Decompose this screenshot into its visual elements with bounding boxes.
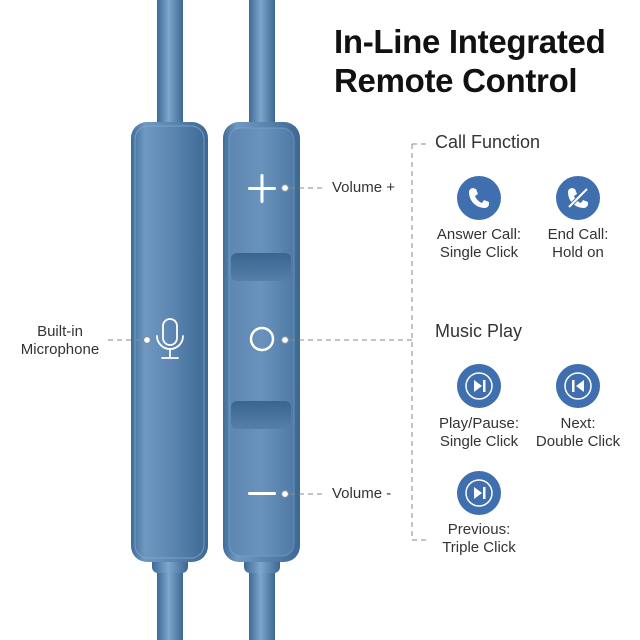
- answer-call-line1: Answer Call:: [436, 226, 522, 243]
- volume-down-callout: Volume -: [332, 485, 392, 502]
- callout-leaders: [108, 143, 428, 541]
- phone-answer-icon: [457, 176, 501, 220]
- end-call-label: End Call: Hold on: [528, 226, 628, 262]
- next-icon: [457, 471, 501, 515]
- play-pause-icon: [457, 364, 501, 408]
- next-label: Next: Double Click: [528, 415, 628, 451]
- multifunction-button[interactable]: [249, 326, 275, 352]
- microphone-callout-line1: Built-in: [37, 323, 83, 340]
- play-pause-line2: Single Click: [439, 433, 519, 450]
- next-line1: Next:: [560, 415, 596, 432]
- music-play-heading: Music Play: [435, 321, 523, 341]
- page-title: In-Line Integrated Remote Control: [334, 22, 634, 100]
- previous-line1: Previous:: [447, 521, 511, 538]
- play-pause-line1: Play/Pause:: [438, 415, 520, 432]
- volume-up-button[interactable]: [248, 174, 276, 203]
- right-cable: [244, 0, 280, 640]
- play-pause-label: Play/Pause: Single Click: [424, 415, 534, 451]
- callout-dots: [142, 183, 290, 499]
- title-line-2: Remote Control: [334, 62, 578, 99]
- microphone-callout-line2: Microphone: [20, 341, 100, 358]
- previous-line2: Triple Click: [442, 539, 516, 556]
- answer-call-label: Answer Call: Single Click: [424, 226, 534, 262]
- microphone-housing: [131, 122, 208, 562]
- left-cable: [152, 0, 188, 640]
- previous-label: Previous: Triple Click: [424, 521, 534, 557]
- remote-button-housing: [223, 122, 300, 562]
- call-function-heading: Call Function: [435, 132, 541, 152]
- end-call-line2: Hold on: [552, 244, 604, 261]
- microphone-callout: Built-in Microphone: [8, 323, 112, 359]
- previous-icon: [556, 364, 600, 408]
- microphone-icon: [156, 318, 184, 359]
- volume-down-button[interactable]: [248, 492, 276, 495]
- phone-end-icon: [556, 176, 600, 220]
- next-line2: Double Click: [535, 433, 621, 450]
- volume-up-callout: Volume +: [332, 179, 395, 196]
- end-call-line1: End Call:: [547, 226, 609, 243]
- title-line-1: In-Line Integrated: [334, 23, 606, 60]
- answer-call-line2: Single Click: [439, 244, 519, 261]
